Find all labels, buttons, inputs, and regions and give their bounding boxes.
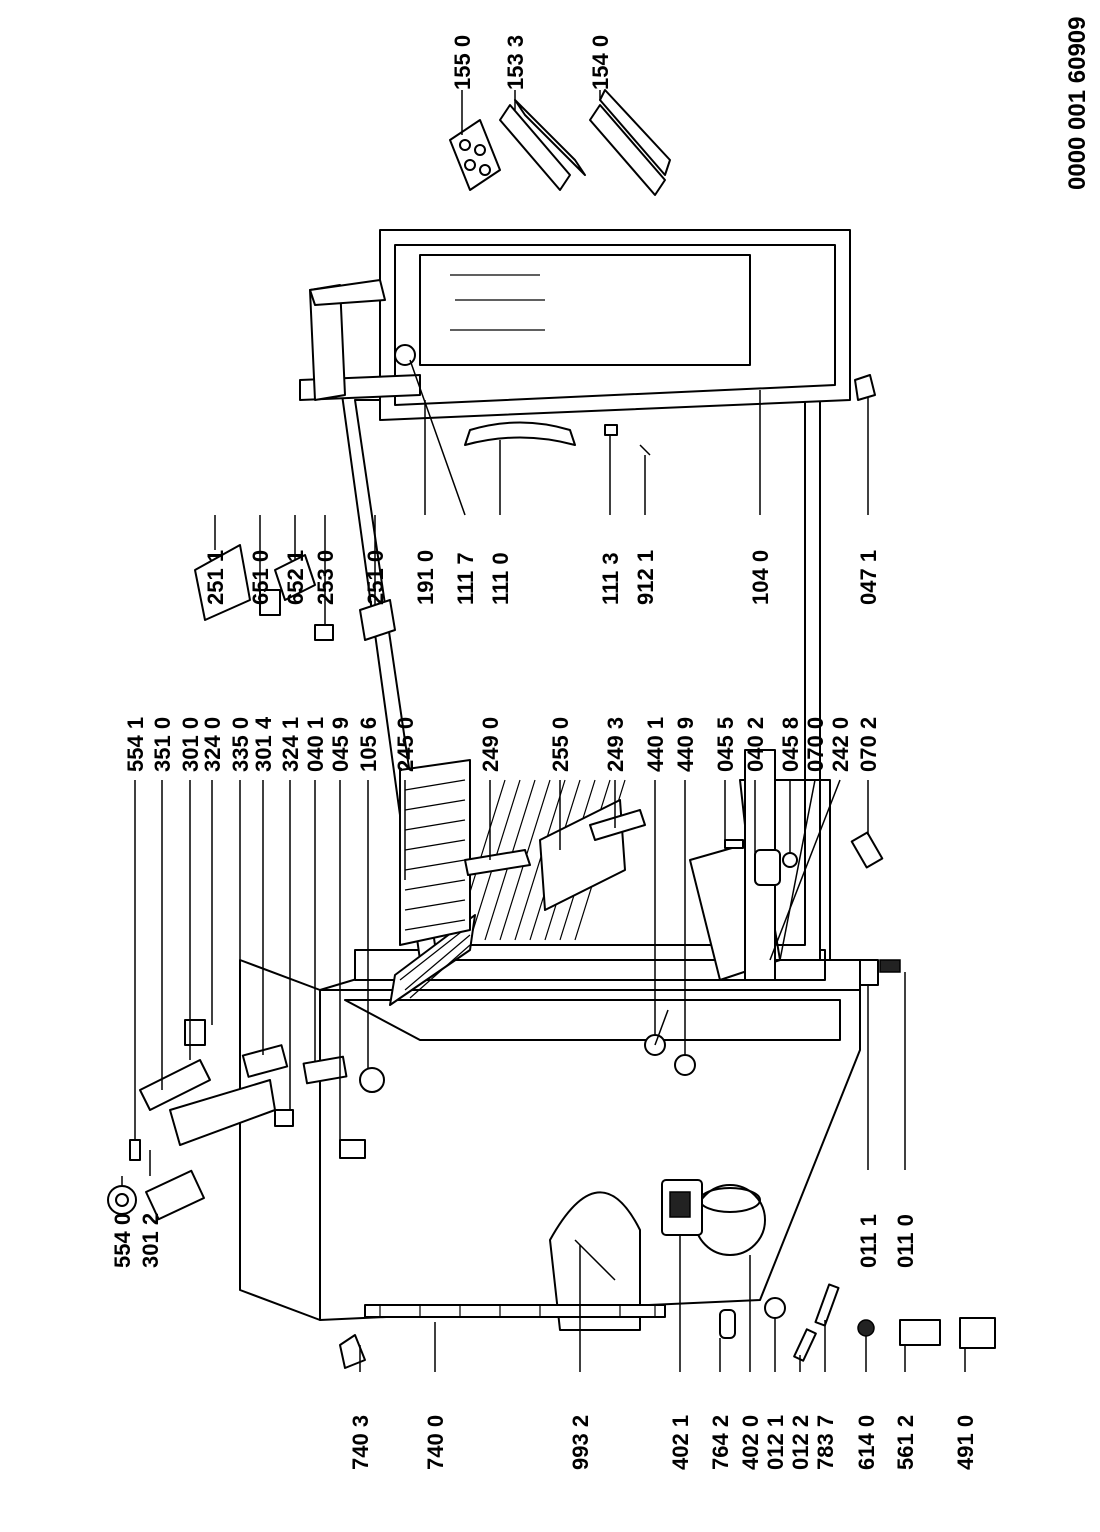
label-047-1: 047 1 xyxy=(856,550,881,605)
door-drawing xyxy=(194,89,876,641)
label-104-0: 104 0 xyxy=(748,550,773,605)
label-111-0: 111 0 xyxy=(488,552,513,605)
label-070-0: 070 0 xyxy=(803,717,828,772)
label-251-0: 251 0 xyxy=(363,550,388,605)
label-040-1: 040 1 xyxy=(303,717,328,772)
document-number: 0000 001 60909 xyxy=(1064,16,1091,190)
part-labels: 740 3 740 0 993 2 402 1 764 2 402 0 012 … xyxy=(110,16,1091,1470)
label-045-9: 045 9 xyxy=(328,717,353,772)
label-070-2: 070 2 xyxy=(856,717,881,772)
label-614-0: 614 0 xyxy=(854,1415,879,1470)
label-912-1: 912 1 xyxy=(633,550,658,605)
label-740-0: 740 0 xyxy=(423,1415,448,1470)
label-191-0: 191 0 xyxy=(413,550,438,605)
label-335-0: 335 0 xyxy=(228,717,253,772)
label-155-0: 155 0 xyxy=(450,35,475,90)
label-012-1: 012 1 xyxy=(763,1415,788,1470)
label-301-0: 301 0 xyxy=(178,717,203,772)
label-045-5: 045 5 xyxy=(713,717,738,772)
label-554-0: 554 0 xyxy=(110,1213,135,1268)
label-301-2: 301 2 xyxy=(138,1213,163,1268)
label-111-3: 111 3 xyxy=(598,552,623,605)
label-402-0: 402 0 xyxy=(738,1415,763,1470)
label-764-2: 764 2 xyxy=(708,1415,733,1470)
label-351-0: 351 0 xyxy=(150,717,175,772)
label-245-0: 245 0 xyxy=(393,717,418,772)
label-324-0: 324 0 xyxy=(200,717,225,772)
label-561-2: 561 2 xyxy=(893,1415,918,1470)
label-111-7: 111 7 xyxy=(453,552,478,605)
label-011-0: 011 0 xyxy=(893,1214,918,1268)
label-253-0: 253 0 xyxy=(313,550,338,605)
label-783-7: 783 7 xyxy=(813,1415,838,1470)
label-154-0: 154 0 xyxy=(588,35,613,90)
label-011-1: 011 1 xyxy=(856,1214,881,1268)
label-251-1: 251 1 xyxy=(203,550,228,605)
leader-lines xyxy=(121,90,966,1372)
label-652-1: 652 1 xyxy=(283,550,308,605)
label-491-0: 491 0 xyxy=(953,1415,978,1470)
label-012-2: 012 2 xyxy=(788,1415,813,1470)
label-045-8: 045 8 xyxy=(778,717,803,772)
label-242-0: 242 0 xyxy=(828,717,853,772)
label-993-2: 993 2 xyxy=(568,1415,593,1470)
label-301-4: 301 4 xyxy=(251,716,276,772)
label-255-0: 255 0 xyxy=(548,717,573,772)
label-651-0: 651 0 xyxy=(248,550,273,605)
label-105-6: 105 6 xyxy=(356,717,381,772)
interior-fittings-drawing xyxy=(107,759,798,1221)
label-554-1: 554 1 xyxy=(123,717,148,772)
label-740-3: 740 3 xyxy=(348,1415,373,1470)
label-402-1: 402 1 xyxy=(668,1415,693,1470)
label-249-0: 249 0 xyxy=(478,717,503,772)
label-249-3: 249 3 xyxy=(603,717,628,772)
label-440-9: 440 9 xyxy=(673,717,698,772)
label-324-1: 324 1 xyxy=(278,717,303,772)
label-153-3: 153 3 xyxy=(503,35,528,90)
label-040-2: 040 2 xyxy=(743,717,768,772)
label-440-1: 440 1 xyxy=(643,717,668,772)
